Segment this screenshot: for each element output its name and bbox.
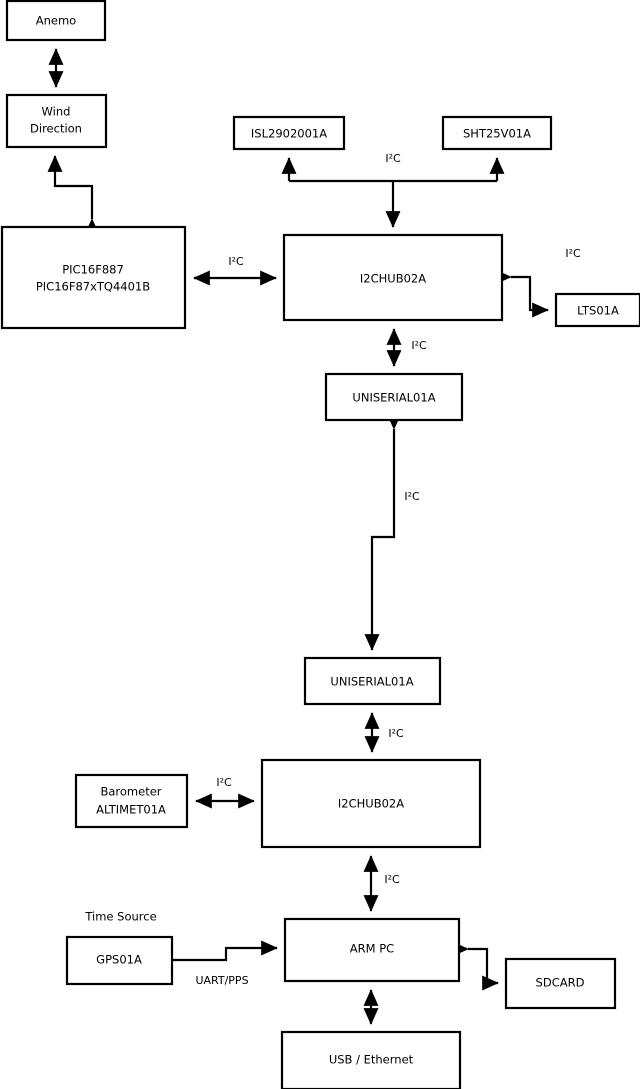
node-wind-direction[interactable]: Wind Direction [5,93,108,149]
node-label-gps01a: GPS01A [96,953,142,967]
node-label-i2chub02a-top: I2CHUB02A [360,272,426,286]
node-barometer[interactable]: Barometer ALTIMET01A [74,773,189,829]
node-sdcard[interactable]: SDCARD [504,957,617,1010]
node-label-pic-line2: PIC16F87xTQ4401B [36,280,150,294]
node-label-uniserial01a-top: UNISERIAL01A [352,391,435,405]
node-label-barometer-line2: ALTIMET01A [96,803,166,817]
connector-armpc-sdcard [452,941,499,991]
node-label-sht25v01a: SHT25V01A [463,127,531,141]
edge-label-uniserial-hub-bottom: I²C [388,727,404,740]
node-label-anemo: Anemo [36,14,76,28]
node-uniserial01a-bottom[interactable]: UNISERIAL01A [303,656,442,706]
node-gps01a[interactable]: GPS01A [65,935,174,986]
node-isl2902001a[interactable]: ISL2902001A [232,115,346,151]
node-label-pic-line1: PIC16F887 [62,263,124,277]
edge-label-hub-top-uniserial: I²C [411,339,427,352]
node-i2chub02a-top[interactable]: I2CHUB02A [282,233,504,322]
node-label-wind-direction-line1: Wind [42,105,71,119]
node-label-sdcard: SDCARD [536,976,585,990]
node-label-wind-direction-line2: Direction [30,122,82,136]
connector-uniserial-top-uniserial-bottom [364,413,402,651]
edge-label-hub-top-lts: I²C [565,247,581,260]
node-label-arm-pc: ARM PC [350,942,394,956]
edge-label-gps-armpc: UART/PPS [195,974,248,987]
node-label-i2chub02a-bottom: I2CHUB02A [338,797,404,811]
node-anemo[interactable]: Anemo [5,0,107,42]
node-label-uniserial01a-bottom: UNISERIAL01A [330,675,413,689]
node-pic-mcu[interactable]: PIC16F887 PIC16F87xTQ4401B [0,225,187,330]
edge-label-pic-hub-top: I²C [228,255,244,268]
node-label-isl2902001a: ISL2902001A [251,127,327,141]
label-time-source: Time Source [84,910,156,924]
node-label-usb-ethernet: USB / Ethernet [329,1053,414,1067]
node-arm-pc[interactable]: ARM PC [283,917,461,983]
node-i2chub02a-bottom[interactable]: I2CHUB02A [260,758,482,849]
connector-gps-armpc [172,940,278,962]
node-usb-ethernet[interactable]: USB / Ethernet [280,1030,462,1089]
connector-hub-top-lts [495,269,549,318]
edge-label-hub-bottom-armpc: I²C [384,873,400,886]
node-lts01a[interactable]: LTS01A [554,292,640,328]
node-label-lts01a: LTS01A [577,304,619,318]
node-uniserial01a-top[interactable]: UNISERIAL01A [324,372,464,422]
node-sht25v01a[interactable]: SHT25V01A [441,115,553,151]
edge-label-uniserial-link: I²C [404,490,420,503]
edge-label-hub-top-sensors: I²C [385,152,401,165]
connector-wind-pic [47,155,100,235]
edge-label-barometer-hub-bottom: I²C [216,776,232,789]
node-label-barometer-line1: Barometer [100,785,161,799]
